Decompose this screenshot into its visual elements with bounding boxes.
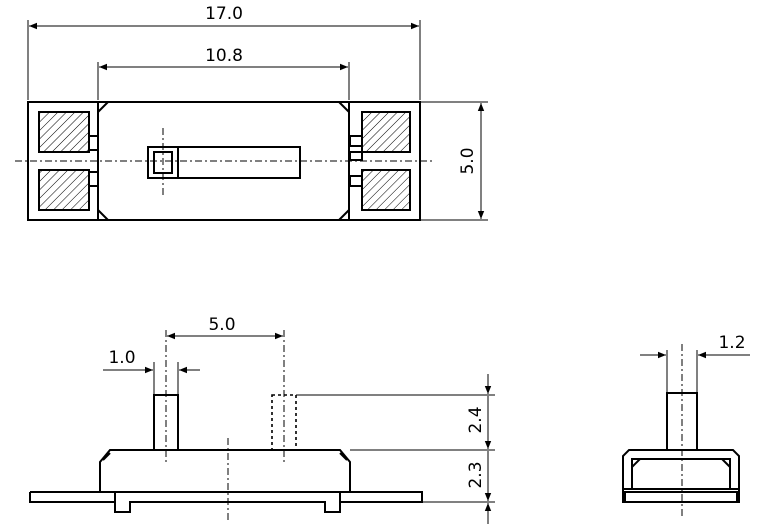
dim-pin-pitch: 5.0	[208, 315, 235, 335]
left-terminal-pad-bottom	[38, 169, 90, 211]
right-terminal-pad-bottom	[361, 169, 411, 211]
dim-lever-width: 1.0	[108, 348, 135, 368]
left-terminal-pad-top	[38, 111, 90, 153]
front-view: 5.0 1.0 2.4 2.3	[29, 315, 495, 524]
side-view: 1.2	[622, 333, 750, 518]
dim-body-height: 2.3	[466, 461, 486, 488]
top-view: 17.0 10.8 5.0	[15, 4, 488, 221]
side-body	[622, 449, 740, 503]
front-terminals	[29, 491, 423, 513]
dim-overall-width: 17.0	[205, 4, 243, 24]
front-body	[99, 449, 351, 493]
dim-height: 5.0	[458, 147, 478, 174]
right-terminal-pad-top	[361, 111, 411, 153]
dim-lever-height: 2.4	[466, 406, 486, 433]
dim-body-width: 10.8	[205, 46, 243, 66]
dim-side-lever-width: 1.2	[718, 333, 745, 353]
